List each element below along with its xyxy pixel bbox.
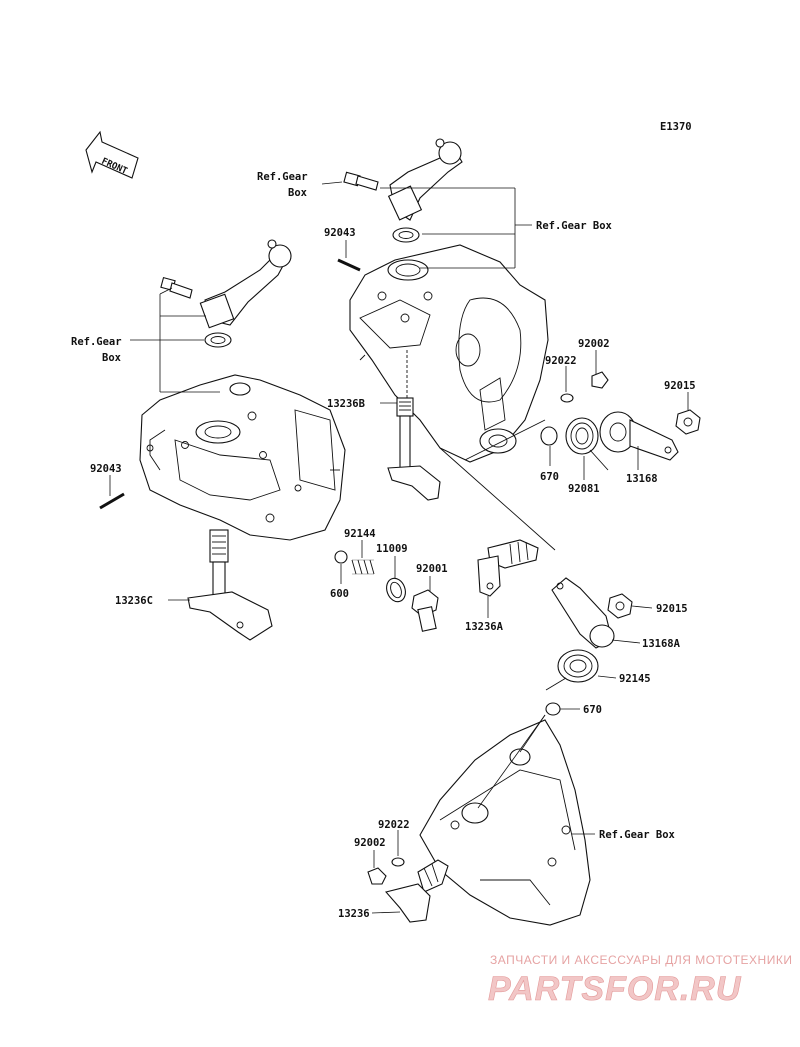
ref-gear-box-left-line1: Ref.Gear [71,336,122,348]
ref-gear-box-left-line2: Box [102,352,122,364]
label-92022-low: 92022 [378,819,410,831]
watermark: ЗАПЧАСТИ И АКСЕССУАРЫ ДЛЯ МОТОТЕХНИКИ PA… [488,953,792,1008]
label-13168: 13168 [626,473,658,485]
shaft-13236B [387,397,441,501]
label-13236C: 13236C [115,595,153,607]
leader-lines [109,181,689,914]
watermark-logo: PARTSFOR.RU [488,970,742,1008]
label-92002-top: 92002 [578,338,610,350]
label-92001: 92001 [416,563,448,575]
label-11009: 11009 [376,543,408,555]
label-13236: 13236 [338,908,370,920]
spring-92144 [351,559,375,575]
gasket-11009 [386,577,406,603]
bolt-92002-low [367,867,387,885]
bolt-92001 [411,589,439,632]
gear-box-housing-left [139,374,346,541]
label-13168A: 13168A [642,638,681,650]
oil-seal-upper [392,227,420,243]
label-92022-top: 92022 [545,355,577,367]
label-670-top: 670 [540,471,559,483]
spring-92081 [565,417,609,471]
nut-92015-top [675,409,701,435]
label-92145: 92145 [619,673,651,685]
pin-92043-left [99,492,125,510]
front-arrow-icon: FRONT [85,130,139,179]
shaft-13236 [384,859,449,923]
washer-92022-low [391,857,405,867]
gear-box-cover-lower [419,719,591,926]
label-13236A: 13236A [465,621,504,633]
diagram-code: E1370 [660,121,692,133]
watermark-caption: ЗАПЧАСТИ И АКСЕССУАРЫ ДЛЯ МОТОТЕХНИКИ [490,953,792,967]
lever-13168 [599,411,679,461]
label-670-mid: 670 [583,704,602,716]
pin-92043-top [337,258,361,272]
label-92002-low: 92002 [354,837,386,849]
bolt-left [160,276,193,299]
ball-600 [334,550,348,564]
gear-box-housing-upper [349,244,556,551]
bolt-92002-top [591,371,609,389]
shaft-13236A [477,539,539,597]
label-13236B: 13236B [327,398,365,410]
label-92015-top: 92015 [664,380,696,392]
label-92081: 92081 [568,483,600,495]
oring-670-mid [545,702,561,716]
nut-92015-mid [607,593,633,619]
label-92144: 92144 [344,528,376,540]
callout-labels: Ref.Gear Box Ref.Gear Box 92043 Ref.Gear… [71,171,696,920]
label-92043-top: 92043 [324,227,356,239]
ref-gear-box-upper-left-line2: Box [288,187,308,199]
spring-92145 [545,649,599,691]
label-92043-left: 92043 [90,463,122,475]
washer-92022-top [560,393,574,403]
shaft-13236C [187,529,273,641]
oring-670-top [540,426,558,446]
ref-gear-box-upper-left-line1: Ref.Gear [257,171,308,183]
label-92015-mid: 92015 [656,603,688,615]
oil-seal-left [204,332,232,348]
shift-lever-left [199,239,292,329]
lever-13168A [551,577,615,649]
bolt-upper [343,171,379,191]
ref-gear-box-lower: Ref.Gear Box [599,829,676,841]
shift-lever-upper [387,138,463,221]
label-600: 600 [330,588,349,600]
ref-gear-box-upper: Ref.Gear Box [536,220,613,232]
